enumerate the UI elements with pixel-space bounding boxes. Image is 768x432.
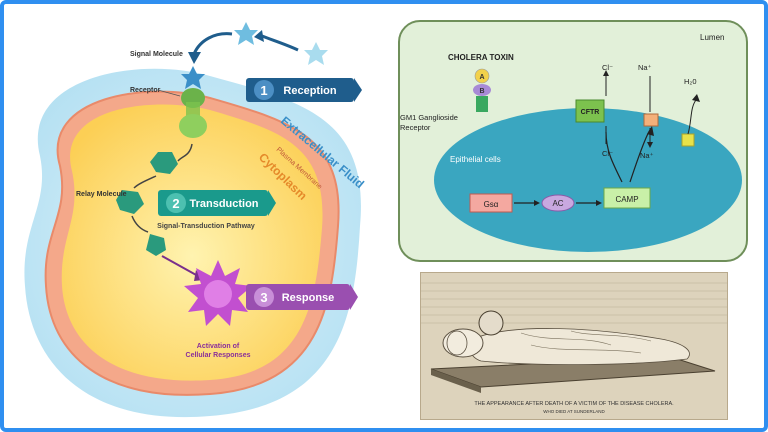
na-top-label: Na⁺ — [638, 63, 652, 72]
receptor-label: Receptor — [130, 87, 161, 94]
svg-text:1: 1 — [260, 83, 267, 98]
svg-text:CAMP: CAMP — [615, 195, 638, 204]
svg-text:A: A — [479, 74, 484, 81]
svg-text:Reception: Reception — [283, 85, 336, 97]
svg-text:Receptor: Receptor — [400, 123, 431, 132]
engraving-caption: THE APPEARANCE AFTER DEATH OF A VICTIM O… — [474, 401, 674, 407]
arrow — [261, 34, 299, 52]
cholera-victim-engraving: THE APPEARANCE AFTER DEATH OF A VICTIM O… — [420, 272, 728, 420]
figure-head — [478, 310, 504, 336]
svg-text:3: 3 — [260, 290, 267, 305]
svg-text:Transduction: Transduction — [189, 198, 258, 210]
svg-text:CFTR: CFTR — [581, 109, 600, 116]
cftr-channel-icon — [575, 99, 605, 123]
engraving-caption-2: WHO DIED AT SUNDERLAND — [543, 409, 605, 414]
relay-molecule-label: Relay Molecule — [76, 191, 127, 198]
svg-text:AC: AC — [552, 199, 563, 208]
cholera-toxin-label: CHOLERA TOXIN — [448, 53, 514, 62]
svg-text:2: 2 — [172, 196, 179, 211]
water-channel-icon — [681, 133, 695, 147]
svg-text:Gsα: Gsα — [484, 200, 499, 209]
epithelial-cell — [434, 108, 742, 252]
ac-box — [541, 194, 575, 212]
cl-top-label: Cl⁻ — [602, 63, 613, 72]
cell-signaling-diagram: Signal Molecule Receptor Relay Molecule … — [10, 6, 380, 426]
response-burst-icon — [184, 260, 252, 326]
relay-molecule — [150, 152, 178, 174]
subunit-a-icon — [474, 68, 490, 84]
svg-text:Response: Response — [282, 292, 335, 304]
signal-molecule-label: Signal Molecule — [130, 51, 183, 58]
subunit-b-icon — [473, 84, 491, 96]
star-icon — [181, 66, 205, 89]
pillow — [442, 328, 484, 358]
cholera-toxin-diagram: Lumen CHOLERA TOXIN A B GM1 Ganglioside … — [398, 20, 748, 262]
svg-text:B: B — [479, 88, 484, 95]
cytoplasm-region — [61, 104, 323, 381]
cellular-responses-label: Cellular Responses — [186, 352, 251, 359]
gm1-receptor-icon — [476, 96, 488, 112]
lumen-label: Lumen — [700, 33, 724, 42]
pathway-label: Signal-Transduction Pathway — [157, 223, 255, 230]
na-channel-icon — [643, 113, 659, 127]
arrow — [192, 32, 233, 55]
camp-box — [603, 187, 651, 209]
gm1-receptor-label: GM1 Ganglioside — [400, 113, 458, 122]
receptor-molecule — [179, 88, 207, 138]
star-icon — [304, 42, 328, 65]
step-transduction-banner: 2 Transduction — [158, 190, 276, 216]
relay-molecule — [146, 234, 166, 256]
step-reception-banner: 1 Reception — [246, 78, 362, 102]
water-label: H₂0 — [684, 77, 697, 86]
relay-molecule — [116, 190, 144, 214]
step-response-banner: 3 Response — [246, 284, 358, 310]
gsa-box — [469, 193, 513, 213]
epithelial-cells-label: Epithelial cells — [450, 155, 501, 164]
star-icon — [234, 22, 258, 45]
cl-bottom-label: Cl⁻ — [602, 149, 613, 158]
activation-label: Activation of — [197, 343, 240, 350]
na-bottom-label: Na⁺ — [640, 151, 654, 160]
